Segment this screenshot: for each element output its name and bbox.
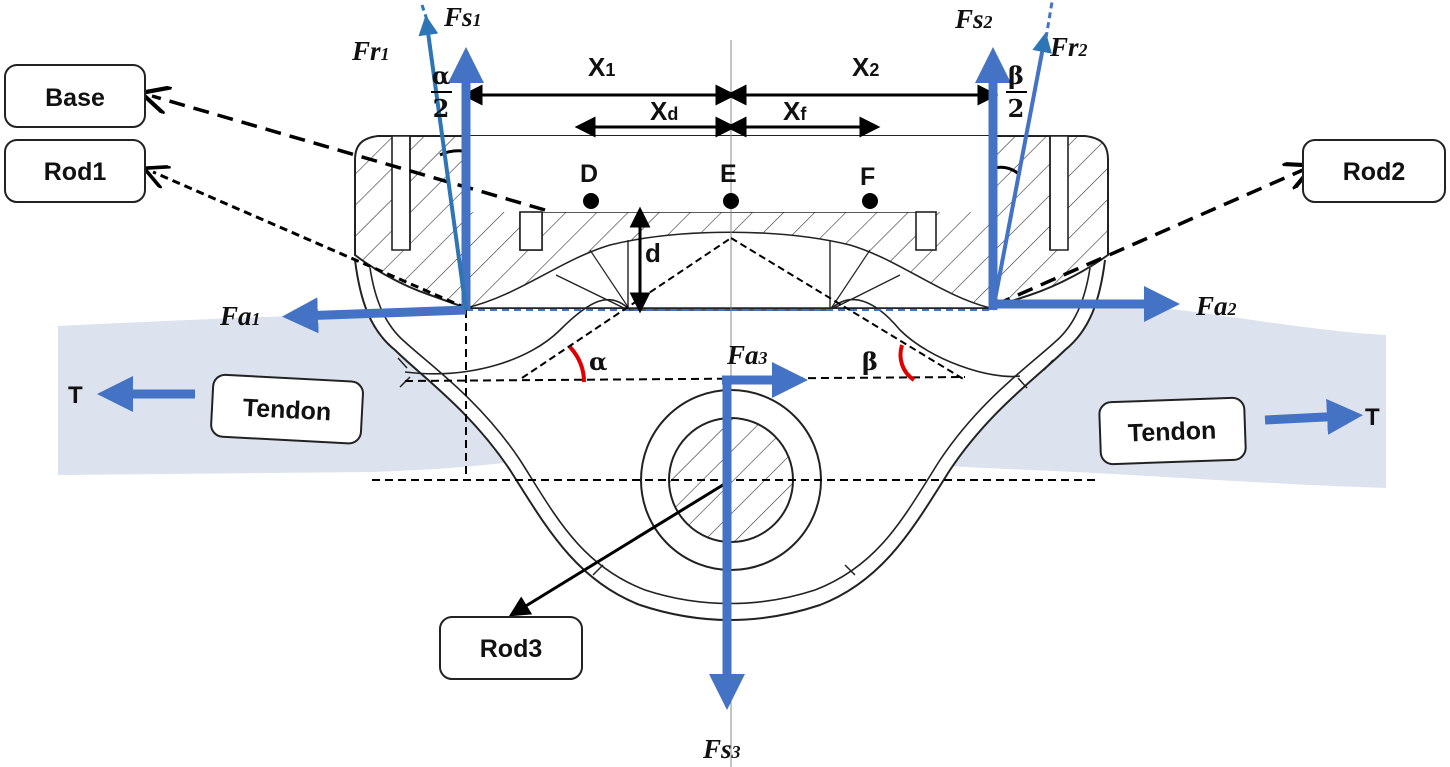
alpha-arc — [568, 345, 586, 383]
fa3-label: Fa3 — [726, 340, 768, 370]
alpha-label: α — [589, 347, 607, 376]
base-label: Base — [45, 84, 105, 112]
fr2-arrow — [991, 32, 1052, 311]
fa1-label: Fa1 — [219, 301, 261, 331]
svg-text:β: β — [1008, 61, 1024, 90]
reference-lines — [372, 40, 1100, 767]
rod1-label: Rod1 — [44, 158, 107, 186]
xf-label: Xf — [783, 96, 807, 126]
svg-text:2: 2 — [433, 94, 450, 123]
d-label: d — [645, 238, 661, 268]
tendon-left-box — [210, 373, 364, 445]
fr2-dash — [1044, 1, 1054, 39]
t-left-label: T — [68, 382, 83, 409]
fr1-dash — [420, 4, 429, 21]
rod1-box — [4, 139, 146, 203]
svg-text:2: 2 — [1008, 94, 1025, 123]
dimension-arrows — [461, 84, 999, 314]
fs1-label: Fs1 — [443, 2, 482, 32]
rod3-box — [439, 616, 583, 680]
tendon-right-label: Tendon — [1127, 416, 1216, 447]
groove-contact-curve — [404, 298, 1021, 378]
point-d — [583, 193, 599, 209]
x1-label: X1 — [588, 52, 615, 82]
base-box — [4, 64, 146, 128]
svg-text:α: α — [432, 61, 450, 90]
x2-label: X2 — [852, 52, 879, 82]
beta-arc — [898, 344, 916, 382]
xd-label: Xd — [650, 96, 678, 126]
rod2-box — [1302, 139, 1446, 203]
tendon-left-label: Tendon — [242, 394, 332, 427]
fs2-label: Fs2 — [954, 4, 993, 34]
fs3-label: Fs3 — [702, 734, 741, 764]
point-f-label: F — [860, 163, 875, 191]
label-boxes: Base Rod1 Rod2 Rod3 Tendon Tendon — [4, 64, 1446, 680]
base-block — [354, 135, 1109, 311]
fa2-label: Fa2 — [1195, 291, 1237, 321]
beta-label: β — [862, 347, 878, 376]
force-arrows — [97, 1, 1363, 710]
t-right-arrow — [1264, 398, 1363, 435]
point-e — [723, 193, 739, 209]
point-f — [862, 193, 878, 209]
half-beta-fraction: β 2 — [1006, 61, 1027, 123]
fr2-label: Fr2 — [1049, 32, 1088, 62]
half-alpha-fraction: α 2 — [431, 61, 452, 123]
point-e-label: E — [720, 160, 737, 188]
fr1-label: Fr1 — [351, 36, 390, 66]
rod3-label: Rod3 — [480, 635, 543, 663]
rod2-label: Rod2 — [1343, 158, 1406, 186]
point-d-label: D — [580, 160, 598, 188]
fr1-arrow — [418, 15, 468, 311]
tendon-right-box — [1098, 396, 1247, 466]
t-right-label: T — [1365, 404, 1380, 431]
fa1-arrow — [282, 297, 467, 334]
pointer-arrows — [152, 96, 1303, 617]
